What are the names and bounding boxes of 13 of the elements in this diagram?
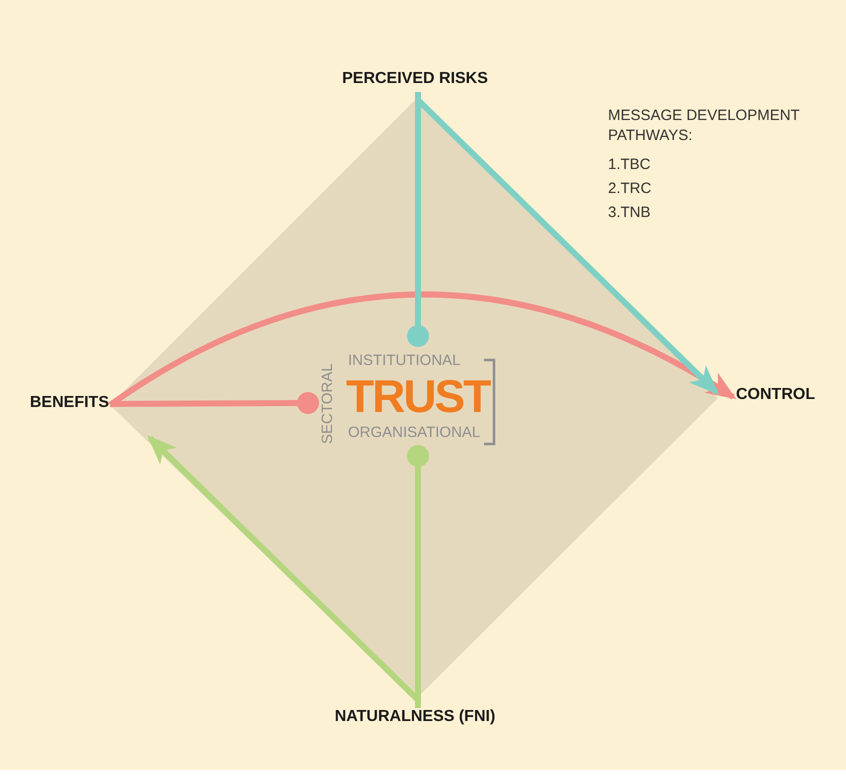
- legend-heading: MESSAGE DEVELOPMENT PATHWAYS:: [608, 106, 800, 146]
- trust-type-label: SECTORAL: [319, 363, 336, 444]
- corner-label: BENEFITS: [25, 394, 109, 416]
- trust-type-label: INSTITUTIONAL: [348, 352, 461, 369]
- arrow: [108, 292, 736, 408]
- pathway-label: 3.TNB: [608, 204, 651, 221]
- trust-type-label: ORGANISATIONAL: [348, 424, 480, 441]
- corner-label: NATURALNESS (FNI): [320, 708, 510, 730]
- pathway-label: 2.TRC: [608, 180, 652, 197]
- corner-label: CONTROL: [736, 386, 836, 408]
- corner-label: PERCEIVED RISKS: [330, 70, 500, 92]
- trust-title: TRUST: [346, 370, 490, 422]
- pathway-label: 1.TBC: [608, 156, 651, 173]
